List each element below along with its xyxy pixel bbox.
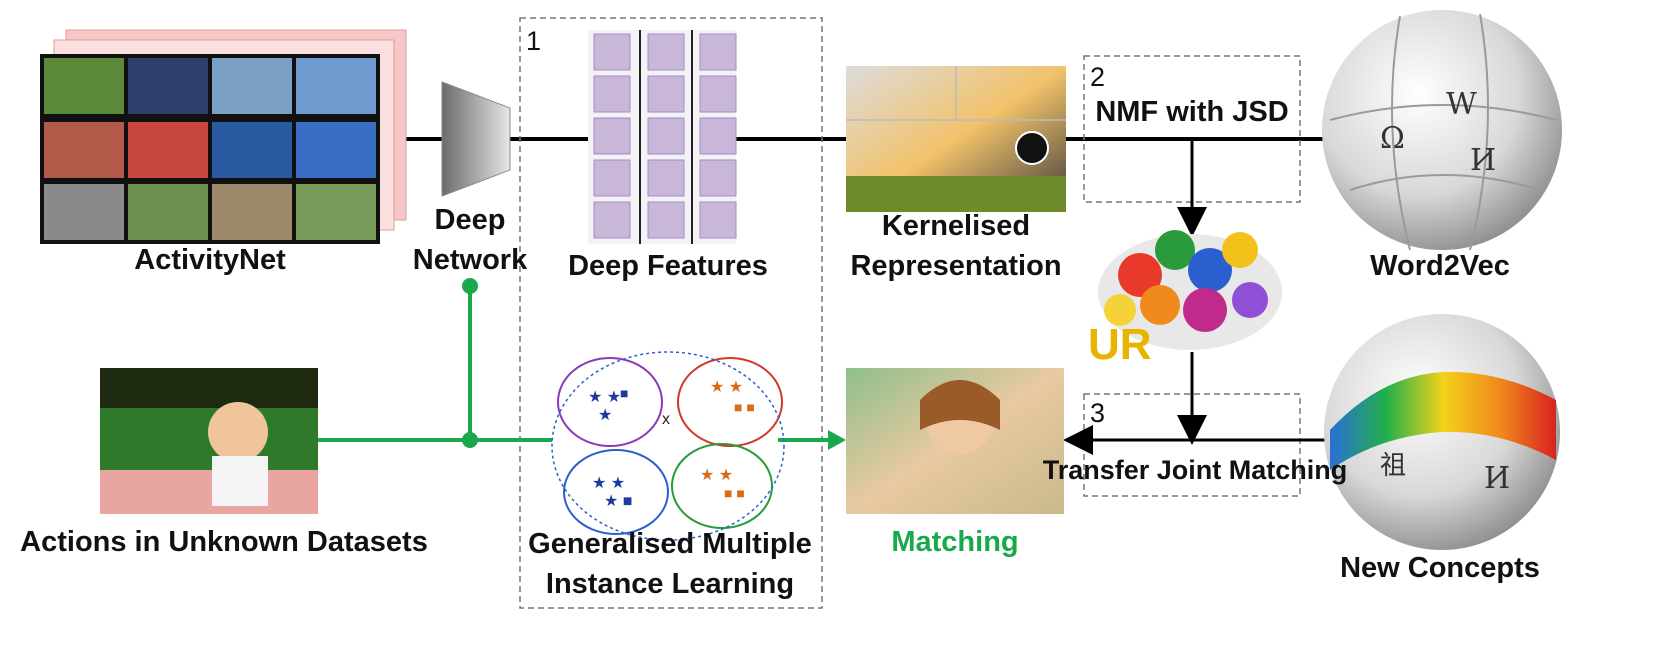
svg-text:■ ■: ■ ■ <box>734 399 755 415</box>
label-matching: Matching <box>891 526 1019 558</box>
svg-text:★: ★ <box>598 407 612 424</box>
svg-text:祖: 祖 <box>1380 451 1406 481</box>
label-deep-features: Deep Features <box>568 250 768 282</box>
green-junction-bottom <box>462 432 478 448</box>
svg-text:■: ■ <box>620 385 628 401</box>
rainbow-puzzle-globe-icon: 祖 И <box>1324 314 1560 550</box>
green-junction-top <box>462 278 478 294</box>
svg-text:И: И <box>1484 461 1510 496</box>
svg-text:Ω: Ω <box>1380 121 1405 156</box>
ur-label: UR <box>1088 320 1152 369</box>
step-number-2: 2 <box>1090 62 1106 92</box>
clustered-bags-icon: ★ ★ ★ ■ ★ ★ ★ ■ ★ ★ ■ ■ ★ ★ ■ ■ x <box>551 351 785 541</box>
step-number-3: 3 <box>1090 398 1106 428</box>
puzzle-photo-icon <box>846 66 1066 212</box>
funnel-network-icon <box>441 81 511 197</box>
svg-text:W: W <box>1446 87 1477 122</box>
label-word2vec: Word2Vec <box>1370 250 1510 282</box>
label-nmf-jsd: NMF with JSD <box>1095 96 1289 128</box>
label-activitynet: ActivityNet <box>134 244 286 276</box>
label-kernelised-line2: Representation <box>850 250 1062 282</box>
svg-text:x: x <box>662 411 670 428</box>
svg-text:★ ■: ★ ■ <box>604 493 632 510</box>
label-actions-unknown: Actions in Unknown Datasets <box>20 526 428 558</box>
label-deep-network-line1: Deep <box>434 204 506 236</box>
dashed-box-1 <box>519 17 823 609</box>
svg-text:★ ★: ★ ★ <box>700 467 733 484</box>
puzzle-pile-icon <box>1098 230 1282 350</box>
svg-text:И: И <box>1470 143 1496 178</box>
puzzle-child-photo-icon <box>846 368 1064 514</box>
puzzle-globe-icon: Ω W И <box>1322 10 1562 251</box>
label-deep-network-line2: Network <box>412 244 528 276</box>
gmil-to-matching-arrowhead <box>828 430 846 450</box>
video-frame-grid-icon <box>40 29 407 244</box>
step-number-1: 1 <box>526 26 542 56</box>
label-gmil-line2: Instance Learning <box>545 568 795 600</box>
svg-text:★ ★: ★ ★ <box>588 389 621 406</box>
svg-text:★ ★: ★ ★ <box>710 379 743 396</box>
label-kernelised-line1: Kernelised <box>881 210 1031 242</box>
feature-map-grid-icon <box>588 30 737 244</box>
svg-text:■ ■: ■ ■ <box>724 485 745 501</box>
child-photo-icon <box>100 368 318 514</box>
svg-text:★ ★: ★ ★ <box>592 475 625 492</box>
label-transfer-joint: Transfer Joint Matching <box>1042 455 1348 485</box>
label-new-concepts: New Concepts <box>1340 552 1540 584</box>
label-gmil-line1: Generalised Multiple <box>528 528 812 560</box>
